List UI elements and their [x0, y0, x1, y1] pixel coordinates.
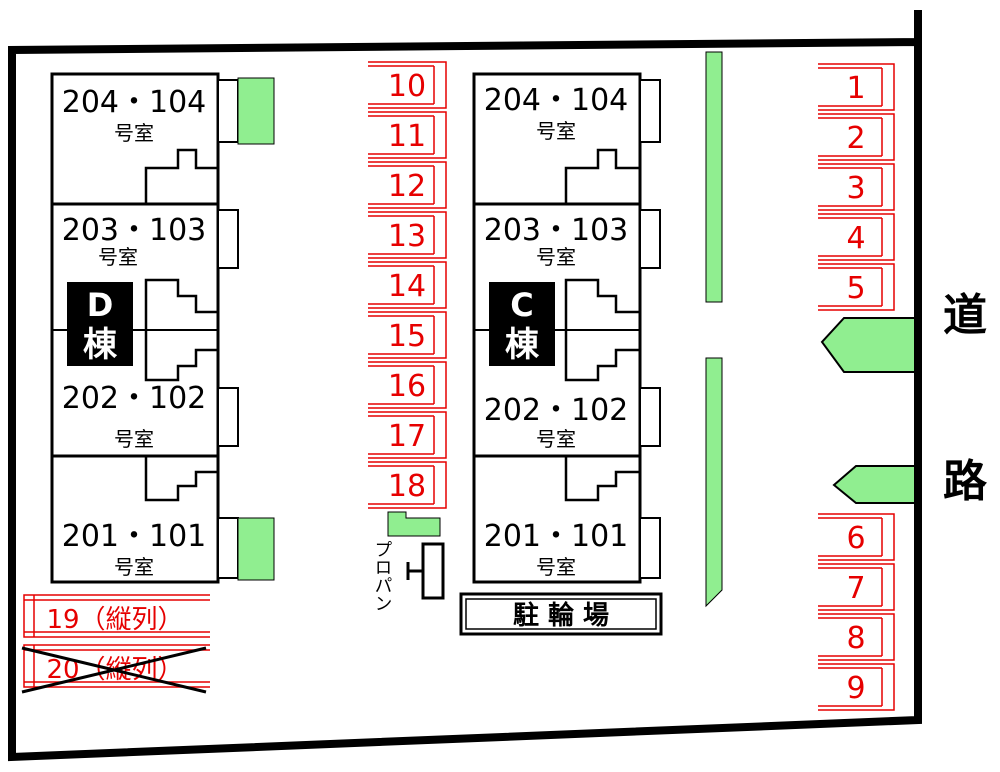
parking-spot-label: 18 [388, 469, 426, 504]
green-strip [705, 51, 723, 303]
parking-spot: 17 [368, 411, 447, 459]
parking-spot-label: 14 [388, 269, 426, 304]
unit-number: 202・102 [62, 381, 207, 416]
unit-suffix: 号室 [98, 245, 138, 269]
cancelled-cross [21, 646, 207, 694]
parking-spot-label: 4 [846, 221, 865, 256]
parking-spot: 8 [818, 613, 895, 661]
parking-spot-label: 10 [388, 69, 426, 104]
unit-number: 202・102 [484, 393, 629, 428]
unit-suffix: 号室 [114, 427, 154, 451]
parking-group-center: 10 11 12 13 14 15 16 17 18 [368, 61, 447, 509]
propane-green-area [387, 511, 441, 537]
propane-tank [421, 542, 445, 600]
parking-spot: 9 [818, 663, 895, 711]
entrance-arrow-upper [820, 317, 919, 373]
unit-suffix: 号室 [536, 427, 576, 451]
parking-spot: 5 [818, 263, 895, 311]
unit-suffix: 号室 [536, 555, 576, 579]
entrance-arrow-lower [832, 465, 919, 504]
parking-spot: 2 [818, 113, 895, 161]
parking-spot-label: 19（縦列） [46, 605, 183, 635]
unit-number: 204・104 [62, 85, 207, 120]
parking-tandem: 19（縦列） 20（縦列） [21, 594, 210, 694]
parking-spot-label: 5 [846, 271, 865, 306]
building-label-top: D [87, 286, 114, 324]
parking-spot: 7 [818, 563, 895, 611]
parking-spot: 13 [368, 211, 447, 259]
parking-spot-label: 8 [846, 621, 865, 656]
unit-suffix: 号室 [114, 555, 154, 579]
parking-spot: 3 [818, 163, 895, 211]
unit-suffix: 号室 [536, 119, 576, 143]
building-label [489, 282, 555, 366]
parking-spot-label: 11 [388, 119, 426, 154]
propane-label: プロパン [372, 540, 393, 612]
parking-spot: 11 [368, 111, 447, 159]
parking-group-right-top: 1 2 3 4 5 [818, 63, 895, 311]
road-label-2: 路 [943, 456, 988, 507]
parking-spot: 14 [368, 261, 447, 309]
parking-spot-label: 7 [846, 571, 865, 606]
parking-spot: 18 [368, 461, 447, 509]
green-strip [705, 357, 723, 608]
unit-number: 201・101 [62, 519, 207, 554]
parking-spot: 6 [818, 513, 895, 561]
parking-spot-label: 6 [846, 521, 865, 556]
green-area [237, 517, 275, 581]
parking-spot: 16 [368, 361, 447, 409]
bicycle-parking-label: 駐 輪 場 [513, 600, 609, 631]
unit-number: 203・103 [484, 213, 629, 248]
bicycle-parking [459, 592, 663, 636]
parking-spot-label: 12 [388, 169, 426, 204]
parking-spot-label: 3 [846, 171, 865, 206]
building-label [67, 282, 133, 366]
parking-group-right-bottom: 6 7 8 9 [818, 513, 895, 711]
parking-spot-label: 13 [388, 219, 426, 254]
unit-suffix: 号室 [114, 121, 154, 145]
unit-number: 204・104 [484, 83, 629, 118]
parking-spot: 10 [368, 61, 447, 109]
unit-number: 203・103 [62, 213, 207, 248]
parking-spot-label: 16 [388, 369, 426, 404]
building-c: 204・104 号室 203・103 号室 202・102 号室 201・101… [472, 72, 661, 584]
green-area [237, 77, 275, 145]
parking-spot-label: 1 [846, 71, 865, 106]
unit-number: 201・101 [484, 519, 629, 554]
parking-spot: 12 [368, 161, 447, 209]
building-label-bottom: 棟 [83, 325, 118, 365]
building-d: 204・104 号室 203・103 号室 202・102 号室 201・101… [50, 72, 275, 584]
building-label-bottom: 棟 [505, 325, 540, 365]
building-label-top: C [510, 286, 533, 324]
parking-spot-label: 2 [846, 121, 865, 156]
parking-spot-label: 9 [846, 671, 865, 706]
parking-spot: 1 [818, 63, 895, 111]
parking-spot-label: 15 [388, 319, 426, 354]
road-label-1: 道 [943, 290, 987, 341]
parking-spot: 4 [818, 213, 895, 261]
unit-suffix: 号室 [536, 245, 576, 269]
parking-spot: 15 [368, 311, 447, 359]
parking-spot-label: 17 [388, 419, 426, 454]
